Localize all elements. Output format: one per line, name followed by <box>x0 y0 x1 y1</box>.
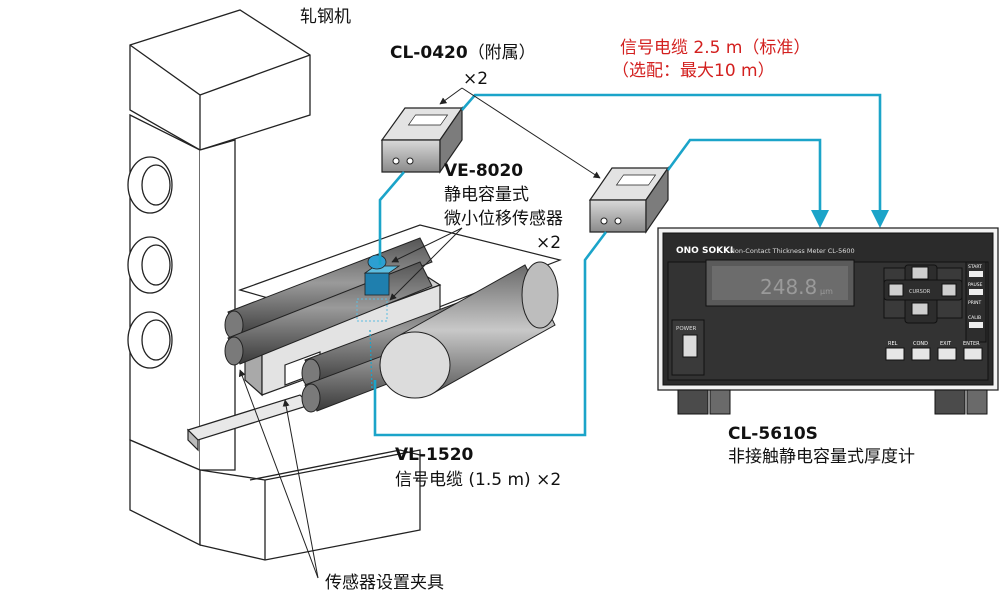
amp-model: CL-0420 <box>390 43 468 63</box>
cable-desc: 信号电缆 (1.5 m) ×2 <box>395 470 562 490</box>
cable-arrows <box>811 210 889 228</box>
amplifier-1 <box>380 106 464 174</box>
thickness-meter <box>657 227 999 415</box>
sensor-head <box>356 254 401 391</box>
amp-label: CL-0420（附属） <box>390 42 536 64</box>
cable-model: VL-1520 <box>395 445 474 465</box>
meter-brand: ONO SOKKI <box>676 246 733 256</box>
meter-calib: CALIB <box>968 315 981 321</box>
sensor-model: VE-8020 <box>444 161 524 181</box>
meter-pause: PAUSE <box>968 282 983 288</box>
meter-btn-enter: ENTER <box>963 341 980 347</box>
leader-lines <box>238 87 601 579</box>
sensor-desc-1: 静电容量式 <box>444 185 529 205</box>
amp-qty: ×2 <box>463 69 489 89</box>
signal-cable-std: 信号电缆 2.5 m（标准） <box>620 38 811 58</box>
cables <box>373 93 882 437</box>
meter-power-label: POWER <box>676 326 697 332</box>
meter-cursor-label: CURSOR <box>909 289 931 295</box>
meter-display-value: 248.8 <box>760 275 817 299</box>
meter-print: PRINT <box>968 300 982 306</box>
large-roll <box>379 261 559 399</box>
sensor-qty: ×2 <box>536 233 562 253</box>
sensor-desc-2: 微小位移传感器 <box>444 209 563 229</box>
meter-display-unit: μm <box>820 287 833 296</box>
meter-btn-exit: EXIT <box>940 341 952 347</box>
meter-start: START <box>968 264 982 270</box>
meter-title: Non-Contact Thickness Meter CL-5600 <box>730 247 855 255</box>
meter-model: CL-5610S <box>728 424 818 444</box>
rolling-mill-label: 轧钢机 <box>300 7 351 27</box>
meter-btn-rel: REL <box>888 341 898 347</box>
meter-desc: 非接触静电容量式厚度计 <box>728 447 915 467</box>
meter-btn-cond: COND <box>913 341 928 347</box>
rolling-mill <box>127 9 421 561</box>
meter-labels: ONO SOKKI Non-Contact Thickness Meter CL… <box>676 246 983 347</box>
signal-cable-opt: （选配：最大10 m） <box>612 61 775 81</box>
amplifier-2 <box>588 166 670 234</box>
amp-note: （附属） <box>467 43 536 63</box>
fixture-label: 传感器设置夹具 <box>325 573 444 593</box>
